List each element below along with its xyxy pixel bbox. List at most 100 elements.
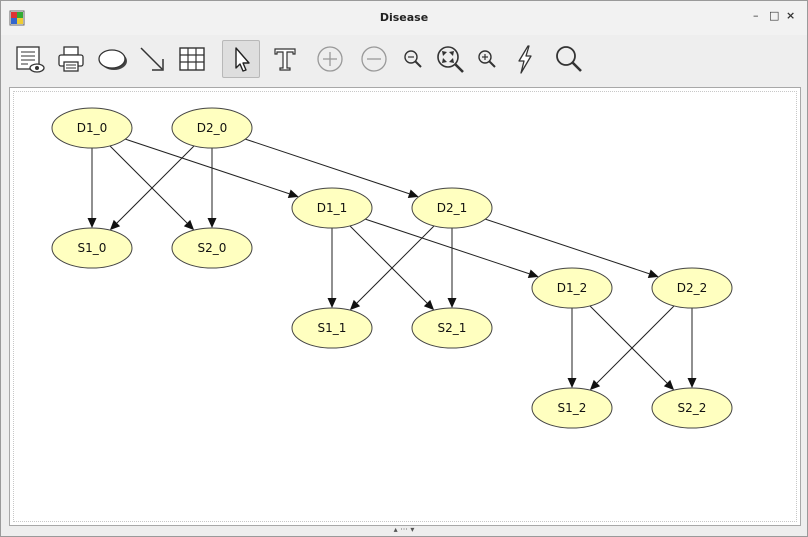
title-bar[interactable]: Disease – □ × (1, 1, 807, 35)
close-button[interactable]: × (786, 9, 796, 22)
node-shape (531, 267, 613, 309)
edge-d1_1-to-s2_1[interactable] (349, 225, 435, 311)
node-s1-2[interactable]: S1_2 (531, 387, 613, 429)
edge-d2_1-to-d2_2[interactable] (485, 218, 659, 279)
edge-d1_1-to-d1_2[interactable] (365, 218, 539, 279)
node-shape (291, 307, 373, 349)
node-shape (651, 387, 733, 429)
node-label: S1_2 (558, 401, 587, 415)
ellipse-icon (98, 49, 127, 70)
node-shape (531, 387, 613, 429)
node-s1-0[interactable]: S1_0 (51, 227, 133, 269)
lightning-icon (518, 45, 532, 74)
node-s2-1[interactable]: S2_1 (411, 307, 493, 349)
splitter-handle[interactable]: ▴ ··· ▾ (393, 525, 415, 534)
app-logo-icon (9, 10, 25, 26)
edge-d2_1-to-s2_1[interactable] (447, 228, 457, 308)
arrowhead (647, 269, 659, 279)
minimize-button[interactable]: – (753, 9, 759, 22)
ellipse-tool-button[interactable] (93, 40, 131, 78)
node-label: D1_2 (557, 281, 588, 295)
maximize-button[interactable]: □ (769, 9, 780, 22)
node-label: S1_0 (78, 241, 107, 255)
node-d1-1[interactable]: D1_1 (291, 187, 373, 229)
edge-d2_1-to-s1_1[interactable] (349, 225, 435, 311)
node-d1-2[interactable]: D1_2 (531, 267, 613, 309)
edge-d1_0-to-s2_0[interactable] (109, 145, 195, 231)
node-s2-2[interactable]: S2_2 (651, 387, 733, 429)
node-label: D2_1 (437, 201, 468, 215)
edge-d1_2-to-s1_2[interactable] (567, 308, 577, 388)
node-shape (411, 187, 493, 229)
arrow-tool-button[interactable] (133, 40, 171, 78)
node-d2-0[interactable]: D2_0 (171, 107, 253, 149)
arrowhead (183, 219, 195, 231)
arrow-icon (140, 47, 164, 71)
arrowhead (87, 218, 97, 228)
arrowhead (287, 189, 299, 199)
node-d1-0[interactable]: D1_0 (51, 107, 133, 149)
arrowhead (663, 379, 675, 391)
run-button[interactable] (506, 40, 544, 78)
edge-d1_1-to-s1_1[interactable] (327, 228, 337, 308)
window-title: Disease (379, 11, 429, 24)
node-label: D1_0 (77, 121, 108, 135)
node-label: D1_1 (317, 201, 348, 215)
node-s1-1[interactable]: S1_1 (291, 307, 373, 349)
zoom-in-icon (478, 50, 496, 68)
print-button[interactable] (52, 40, 90, 78)
edge-d2_2-to-s1_2[interactable] (589, 305, 675, 391)
arrowhead (327, 298, 337, 308)
remove-node-button[interactable] (355, 40, 393, 78)
zoom-out-icon (404, 50, 422, 68)
arrowhead (349, 299, 361, 311)
node-label: S2_2 (678, 401, 707, 415)
arrowhead (687, 378, 697, 388)
table-tool-button[interactable] (173, 40, 211, 78)
search-button[interactable] (550, 40, 588, 78)
node-shape (651, 267, 733, 309)
node-d2-2[interactable]: D2_2 (651, 267, 733, 309)
table-icon (179, 47, 205, 71)
canvas-border (13, 91, 797, 522)
node-shape (171, 227, 253, 269)
arrowhead (109, 219, 121, 231)
node-shape (51, 227, 133, 269)
edge-d2_2-to-s2_2[interactable] (687, 308, 697, 388)
view-list-button[interactable] (11, 40, 49, 78)
node-shape (411, 307, 493, 349)
node-s2-0[interactable]: S2_0 (171, 227, 253, 269)
add-node-button[interactable] (311, 40, 349, 78)
search-icon (556, 46, 582, 72)
edge-d1_0-to-d1_1[interactable] (125, 138, 299, 199)
zoom-in-button[interactable] (468, 40, 506, 78)
add-circle-icon (317, 46, 343, 72)
arrowhead (407, 189, 419, 199)
node-d2-1[interactable]: D2_1 (411, 187, 493, 229)
edge-d1_2-to-s2_2[interactable] (589, 305, 675, 391)
node-label: D2_0 (197, 121, 228, 135)
edge-d2_0-to-d2_1[interactable] (245, 138, 419, 199)
arrowhead (423, 299, 435, 311)
arrowhead (567, 378, 577, 388)
node-shape (51, 107, 133, 149)
arrowhead (589, 379, 601, 391)
edge-d1_0-to-s1_0[interactable] (87, 148, 97, 228)
network-diagram: D1_0 D2_0S1_0 S2_0 D1_1 D2_1S1_1 S2_1 D1_2 D2_2… (51, 107, 733, 429)
text-icon (274, 48, 296, 71)
node-label: S2_1 (438, 321, 467, 335)
pointer-icon (235, 47, 250, 72)
select-tool-button[interactable] (222, 40, 260, 78)
text-tool-button[interactable] (266, 40, 304, 78)
node-label: D2_2 (677, 281, 708, 295)
print-icon (58, 46, 84, 72)
zoom-fit-button[interactable] (431, 40, 469, 78)
arrowhead (447, 298, 457, 308)
edge-d2_0-to-s1_0[interactable] (109, 145, 195, 231)
node-label: S1_1 (318, 321, 347, 335)
zoom-out-button[interactable] (394, 40, 432, 78)
edge-d2_0-to-s2_0[interactable] (207, 148, 217, 228)
node-label: S2_0 (198, 241, 227, 255)
